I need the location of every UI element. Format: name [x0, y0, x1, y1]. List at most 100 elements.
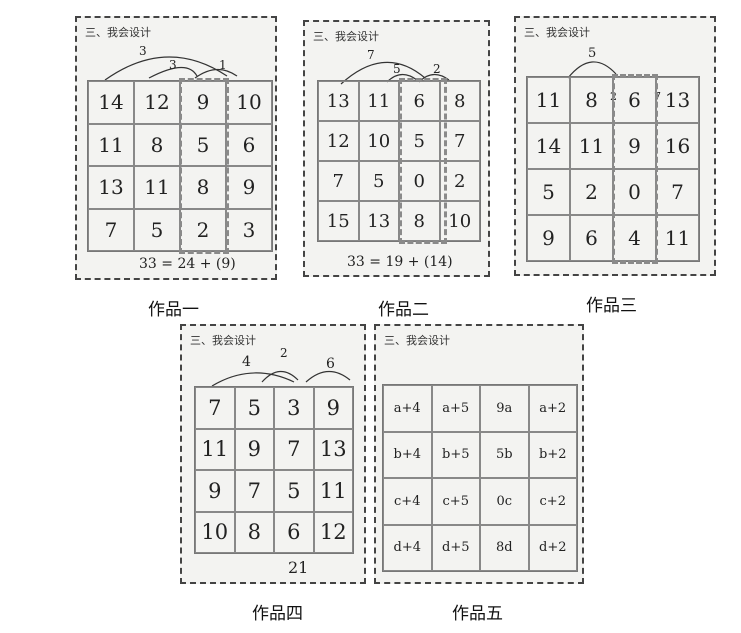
- grid-cell: 13: [358, 201, 399, 241]
- highlight-column: [399, 78, 447, 244]
- equation: 33 = 19 + (14): [347, 254, 453, 270]
- grid-cell: 9: [226, 166, 272, 209]
- grid-cell: a+2: [528, 385, 577, 432]
- caption-work-4: 作品四: [252, 604, 303, 624]
- grid-cell: 6: [570, 215, 613, 261]
- grid-cell: 9a: [480, 385, 529, 432]
- grid-cell: 13: [656, 77, 699, 123]
- grid-cell: 7: [88, 208, 134, 251]
- grid-cell: 5: [527, 169, 570, 215]
- grid-cell: 7: [439, 121, 480, 161]
- grid-cell: c+2: [528, 478, 577, 525]
- grid-cell: 13: [313, 428, 353, 470]
- grid-cell: 11: [313, 470, 353, 512]
- grid-cell: d+5: [431, 524, 480, 571]
- grid-cell: 6: [226, 123, 272, 166]
- grid-cell: 3: [226, 208, 272, 251]
- grid-cell: 10: [358, 121, 399, 161]
- bottom-note: 21: [288, 558, 309, 577]
- grid-cell: 8d: [480, 524, 529, 571]
- grid-cell: 13: [318, 81, 359, 121]
- grid-cell: 3: [274, 387, 314, 429]
- grid-cell: 10: [226, 81, 272, 124]
- grid-cell: 8: [439, 81, 480, 121]
- grid-cell: 11: [134, 166, 180, 209]
- grid-cell: 7: [195, 387, 235, 429]
- grid-cell: 14: [88, 81, 134, 124]
- number-grid: 7 5 3 9 11 9 7 13 9 7 5 11 10 8 6 12: [194, 386, 354, 554]
- grid-cell: c+5: [431, 478, 480, 525]
- caption-work-3: 作品三: [586, 296, 637, 316]
- grid-cell: 12: [318, 121, 359, 161]
- highlight-column: [612, 74, 658, 264]
- grid-cell: 7: [656, 169, 699, 215]
- grid-cell: 10: [439, 201, 480, 241]
- number-grid: 13 11 6 8 12 10 5 7 7 5 0 2 15 13 8 10: [317, 80, 481, 242]
- card-header: 三、我会设计: [384, 334, 450, 347]
- arc-label: 1: [219, 58, 227, 72]
- card-header: 三、我会设计: [85, 26, 151, 39]
- grid-cell: 8: [570, 77, 613, 123]
- work-card-5: 三、我会设计 a+4 a+5 9a a+2 b+4 b+5 5b b+2 c+4…: [374, 324, 584, 584]
- grid-cell: 14: [527, 123, 570, 169]
- highlight-column: [179, 78, 229, 254]
- grid-cell: 7: [234, 470, 274, 512]
- grid-cell: 11: [358, 81, 399, 121]
- equation: 33 = 24 + (9): [139, 256, 236, 272]
- grid-cell: 10: [195, 511, 235, 553]
- grid-cell: 15: [318, 201, 359, 241]
- grid-cell: 5: [274, 470, 314, 512]
- grid-cell: 11: [527, 77, 570, 123]
- grid-cell: 2: [439, 161, 480, 201]
- card-header: 三、我会设计: [190, 334, 256, 347]
- grid-cell: 13: [88, 166, 134, 209]
- arc-label: 3: [139, 44, 147, 58]
- caption-work-5: 作品五: [452, 604, 503, 624]
- grid-cell: 5: [134, 208, 180, 251]
- arc-label: 4: [242, 354, 251, 370]
- grid-cell: b+5: [431, 431, 480, 478]
- grid-cell: 9: [195, 470, 235, 512]
- arc-label: 5: [393, 62, 401, 76]
- grid-cell: d+4: [383, 524, 432, 571]
- work-card-3: 三、我会设计 5 2 7 11 8 6 13 14 11 9 16 5 2 0 …: [514, 16, 716, 276]
- arc-label: 5: [588, 46, 597, 61]
- grid-cell: b+2: [528, 431, 577, 478]
- card-header: 三、我会设计: [313, 30, 379, 43]
- grid-cell: 9: [527, 215, 570, 261]
- caption-work-2: 作品二: [378, 300, 429, 320]
- grid-cell: 7: [318, 161, 359, 201]
- grid-cell: b+4: [383, 431, 432, 478]
- grid-cell: a+5: [431, 385, 480, 432]
- work-card-4: 三、我会设计 4 2 6 7 5 3 9 11 9 7 13 9 7 5 11 …: [180, 324, 366, 584]
- arc-annotations: [211, 370, 351, 387]
- arc-annotations: [104, 56, 238, 81]
- grid-cell: 12: [134, 81, 180, 124]
- grid-cell: 6: [274, 511, 314, 553]
- grid-cell: 11: [656, 215, 699, 261]
- arc-annotations: [567, 61, 617, 79]
- grid-cell: 11: [195, 428, 235, 470]
- grid-cell: 5: [234, 387, 274, 429]
- expression-grid: a+4 a+5 9a a+2 b+4 b+5 5b b+2 c+4 c+5 0c…: [382, 384, 578, 572]
- arc-label: 2: [433, 62, 441, 76]
- number-grid: 11 8 6 13 14 11 9 16 5 2 0 7 9 6 4 11: [526, 76, 700, 262]
- grid-cell: 8: [234, 511, 274, 553]
- grid-cell: 2: [570, 169, 613, 215]
- work-card-2: 三、我会设计 7 5 2 13 11 6 8 12 10 5 7 7 5 0 2…: [303, 20, 490, 277]
- grid-cell: 8: [134, 123, 180, 166]
- arc-label: 3: [169, 58, 177, 72]
- arc-label: 2: [280, 346, 288, 360]
- grid-cell: 12: [313, 511, 353, 553]
- grid-cell: 11: [570, 123, 613, 169]
- grid-cell: 11: [88, 123, 134, 166]
- work-card-1: 三、我会设计 3 3 1 14 12 9 10 11 8 5 6 13 11 8…: [75, 16, 277, 280]
- grid-cell: c+4: [383, 478, 432, 525]
- grid-cell: 0c: [480, 478, 529, 525]
- arc-label: 6: [326, 356, 335, 372]
- card-header: 三、我会设计: [524, 26, 590, 39]
- grid-cell: 9: [313, 387, 353, 429]
- grid-cell: 7: [274, 428, 314, 470]
- grid-cell: 9: [234, 428, 274, 470]
- grid-cell: a+4: [383, 385, 432, 432]
